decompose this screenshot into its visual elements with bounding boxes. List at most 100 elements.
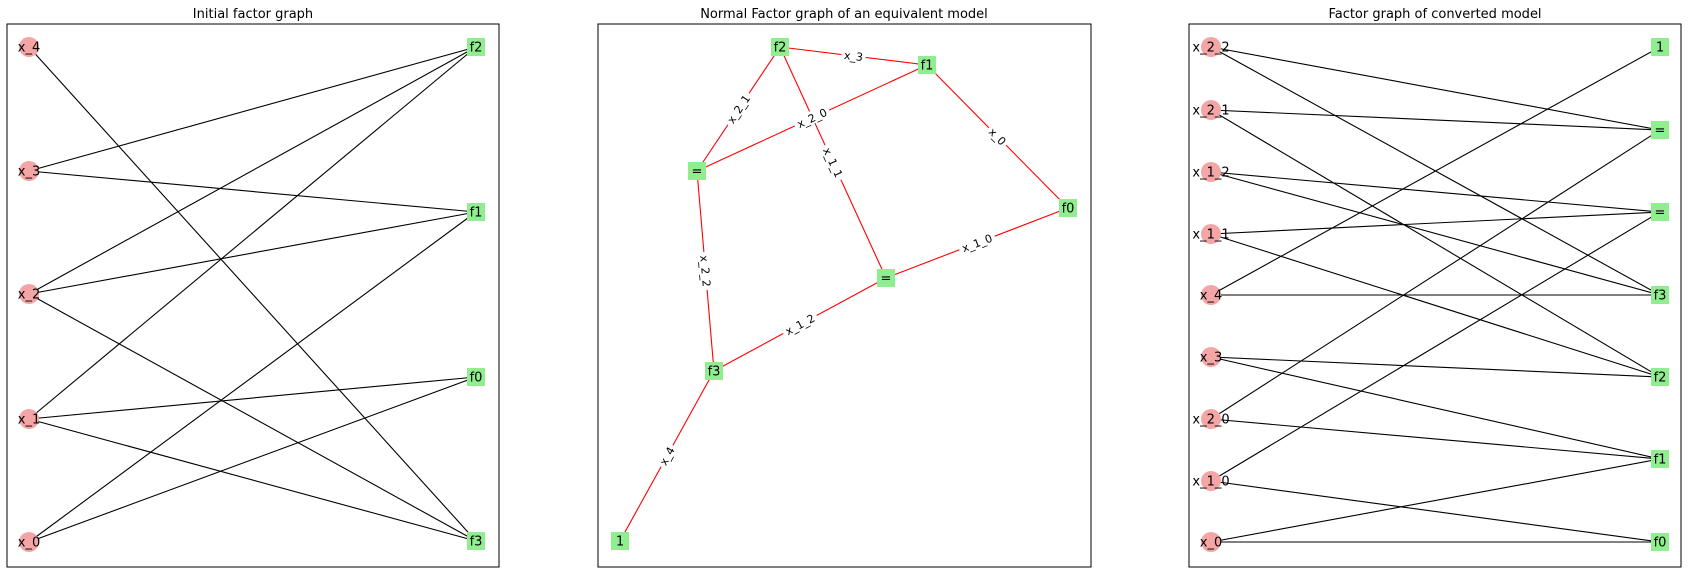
panel-frame <box>1188 23 1682 568</box>
factor-node-marker <box>1651 38 1669 56</box>
node-label: f1 <box>470 206 483 221</box>
edge-x-1-2-f3 <box>1210 171 1661 296</box>
factor-node-marker <box>467 368 485 386</box>
node-label: f1 <box>921 59 934 74</box>
factor-node-marker <box>467 203 485 221</box>
edge-x-0-f1 <box>1210 458 1661 543</box>
edge-label: x_1_2 <box>779 309 820 339</box>
variable-node-x-2-1: x_2_1 <box>1192 100 1230 120</box>
factor-node-marker <box>771 38 789 56</box>
variable-node-marker <box>1201 285 1221 305</box>
edge-label-background <box>956 229 997 256</box>
edge-x-2-0-eq-a <box>1210 129 1661 420</box>
factor-node-f1: f1 <box>1651 450 1669 468</box>
edge-x-3-f1 <box>1210 356 1661 460</box>
edge-label-background <box>840 47 867 64</box>
factor-node-f2: f2 <box>1651 368 1669 386</box>
factor-node-marker <box>467 38 485 56</box>
factor-node-f3: f3 <box>705 362 723 380</box>
node-label: = <box>1655 124 1666 139</box>
node-label: x_4 <box>18 41 40 56</box>
variable-node-x-0: x_0 <box>18 532 40 552</box>
edge-x-2-f2 <box>28 46 477 295</box>
node-label: f3 <box>470 535 483 550</box>
edge-x-1-f2 <box>28 46 477 420</box>
edge-label-text: x_3 <box>843 49 863 64</box>
variable-node-marker <box>19 409 39 429</box>
node-label: = <box>1655 206 1666 221</box>
edge-x-2-0-f1 <box>1210 418 1661 460</box>
node-label: x_3 <box>1200 351 1222 366</box>
node-label: f1 <box>1654 453 1667 468</box>
edge-x-3-f2 <box>28 46 477 172</box>
edge-x-4-one <box>1210 46 1661 296</box>
factor-node-f0: f0 <box>1059 199 1077 217</box>
variable-node-x-3: x_3 <box>18 161 40 181</box>
edge-x-3-f1 <box>28 170 477 213</box>
edge-x-0-f0 <box>28 376 477 543</box>
edge-label: x_2_2 <box>697 251 715 291</box>
node-label: x_0 <box>1200 536 1222 551</box>
node-label: = <box>881 272 892 287</box>
node-label: 1 <box>616 535 624 550</box>
edge-x-1-f3 <box>28 418 477 542</box>
panel-frame <box>597 23 1092 568</box>
edge-layer <box>1210 46 1661 543</box>
variable-node-x-1-0: x_1_0 <box>1192 471 1230 491</box>
node-label: = <box>692 165 703 180</box>
factor-node-marker <box>877 269 895 287</box>
node-label: x_2_2 <box>1192 41 1229 56</box>
edge-x-2-2-eq-a <box>1210 46 1661 131</box>
factor-node-marker <box>1651 450 1669 468</box>
panel-title: Factor graph of converted model <box>1328 7 1541 22</box>
variable-node-x-1: x_1 <box>18 409 40 429</box>
factor-node-f0: f0 <box>1651 533 1669 551</box>
edge-label-background <box>791 103 832 132</box>
edge-layer <box>28 46 477 543</box>
variable-node-x-1-1: x_1_1 <box>1192 224 1230 244</box>
edge-label-background <box>779 309 820 339</box>
variable-node-x-3: x_3 <box>1200 347 1222 367</box>
variable-node-marker <box>19 284 39 304</box>
factor-node-f1: f1 <box>918 56 936 74</box>
node-label: f0 <box>1654 536 1667 551</box>
variable-node-marker <box>1201 100 1221 120</box>
node-label: x_1_0 <box>1192 475 1229 490</box>
factor-node-f0: f0 <box>467 368 485 386</box>
variable-node-marker <box>1201 347 1221 367</box>
variable-node-x-2-2: x_2_2 <box>1192 37 1230 57</box>
panel-converted-factor-graph: Factor graph of converted model x_2_2 x_2… <box>1188 7 1682 568</box>
node-label: x_1_1 <box>1192 228 1229 243</box>
edge-layer <box>619 46 1069 542</box>
edge-x-1-0-eq-b <box>1210 211 1661 482</box>
node-label: f2 <box>470 41 483 56</box>
edge-label: x_1_0 <box>956 229 997 256</box>
variable-node-x-2: x_2 <box>18 284 40 304</box>
node-label: f0 <box>470 371 483 386</box>
node-layer: x_4 x_3 x_2 x_1 x_0 f2 f1 f0 f3 <box>18 37 485 552</box>
edge-x-2-f1 <box>28 211 477 295</box>
edge-label-background <box>697 251 715 291</box>
factor-node-marker <box>1059 199 1077 217</box>
node-label: x_2 <box>18 288 40 303</box>
edge-label: x_3 <box>840 47 867 64</box>
node-label: f2 <box>774 41 787 56</box>
node-layer: x_2_2x_2_1x_1_2x_1_1x_4x_3x_2_0x_1_0x_01… <box>1192 37 1669 552</box>
factor-node-marker <box>467 532 485 550</box>
panel-title: Normal Factor graph of an equivalent mod… <box>700 7 988 22</box>
variable-node-marker <box>1201 409 1221 429</box>
variable-node-x-4: x_4 <box>18 37 40 57</box>
edge-label-text: x_2_0 <box>795 106 829 131</box>
factor-node-f3: f3 <box>1651 286 1669 304</box>
node-label: x_2_0 <box>1192 413 1229 428</box>
node-label: 1 <box>1656 41 1664 56</box>
node-label: x_0 <box>18 536 40 551</box>
factor-node-eq-a: = <box>688 162 706 180</box>
node-label: x_2_1 <box>1192 104 1229 119</box>
edge-label-background <box>984 122 1012 150</box>
variable-node-x-4: x_4 <box>1200 285 1222 305</box>
node-label: x_1 <box>18 413 40 428</box>
edge-label-text: x_2_1 <box>725 93 753 126</box>
variable-node-x-0: x_0 <box>1200 532 1222 552</box>
